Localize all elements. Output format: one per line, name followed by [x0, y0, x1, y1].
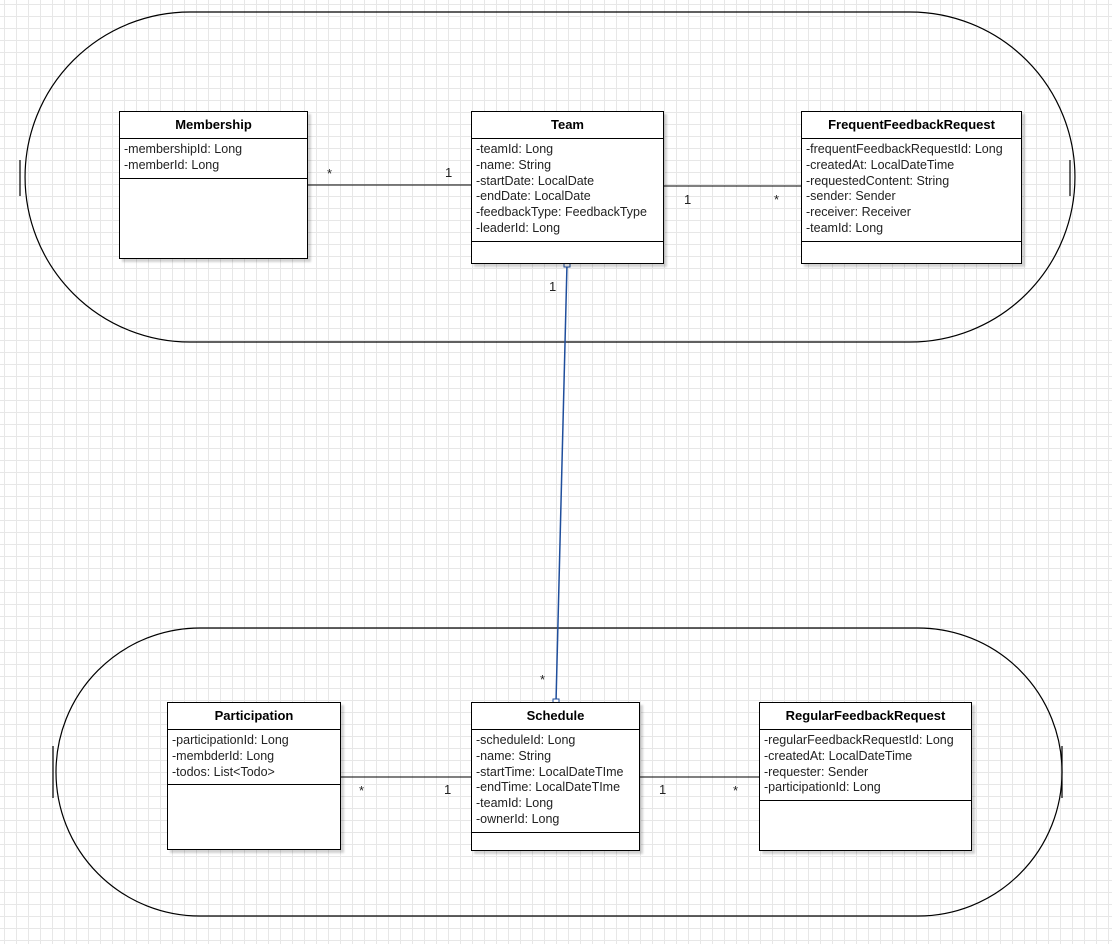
multiplicity-label: *	[540, 672, 546, 687]
attribute: -participationId: Long	[764, 780, 881, 795]
attribute: -scheduleId: Long	[476, 733, 576, 747]
class-frequent-feedback-request[interactable]: FrequentFeedbackRequest -frequentFeedbac…	[801, 111, 1022, 264]
class-title: Participation	[168, 703, 340, 730]
attribute: -memberId: Long	[124, 157, 220, 172]
class-title: Team	[472, 112, 663, 139]
class-title: FrequentFeedbackRequest	[802, 112, 1021, 139]
attribute: -teamId: Long	[476, 142, 554, 156]
attribute: -regularFeedbackRequestId: Long	[764, 733, 954, 747]
attribute: -endTime: LocalDateTIme	[476, 780, 621, 795]
multiplicity-label: 1	[444, 782, 452, 797]
class-attributes: -frequentFeedbackRequestId: Long -create…	[802, 139, 1021, 242]
class-operations	[472, 242, 663, 263]
attribute: -ownerId: Long	[476, 811, 560, 826]
class-attributes: -participationId: Long -membderId: Long …	[168, 730, 340, 786]
class-title: Schedule	[472, 703, 639, 730]
multiplicity-label: *	[774, 192, 780, 207]
class-operations	[802, 242, 1021, 263]
attribute: -teamId: Long	[476, 796, 554, 811]
attribute: -sender: Sender	[806, 189, 896, 204]
multiplicity-label: *	[327, 166, 333, 181]
attribute: -requestedContent: String	[806, 173, 950, 188]
attribute: -name: String	[476, 157, 552, 172]
group-container-top	[24, 11, 1076, 343]
multiplicity-label: *	[359, 783, 365, 798]
attribute: -createdAt: LocalDateTime	[764, 748, 913, 763]
attribute: -receiver: Receiver	[806, 205, 911, 220]
multiplicity-label: 1	[549, 279, 557, 294]
attribute: -startDate: LocalDate	[476, 173, 595, 188]
attribute: -startTime: LocalDateTIme	[476, 764, 624, 779]
class-attributes: -membershipId: Long -memberId: Long	[120, 139, 307, 179]
multiplicity-label: 1	[445, 165, 453, 180]
class-schedule[interactable]: Schedule -scheduleId: Long -name: String…	[471, 702, 640, 851]
attribute: -teamId: Long	[806, 220, 884, 235]
attribute: -createdAt: LocalDateTime	[806, 157, 955, 172]
class-participation[interactable]: Participation -participationId: Long -me…	[167, 702, 341, 850]
class-operations	[168, 785, 340, 849]
class-attributes: -scheduleId: Long -name: String -startTi…	[472, 730, 639, 833]
attribute: -leaderId: Long	[476, 220, 561, 235]
attribute: -name: String	[476, 748, 552, 763]
class-attributes: -teamId: Long -name: String -startDate: …	[472, 139, 663, 242]
attribute: -membershipId: Long	[124, 142, 243, 156]
class-title: Membership	[120, 112, 307, 139]
class-attributes: -regularFeedbackRequestId: Long -created…	[760, 730, 971, 802]
class-operations	[120, 179, 307, 258]
attribute: -feedbackType: FeedbackType	[476, 205, 647, 220]
multiplicity-label: 1	[684, 192, 692, 207]
attribute: -todos: List<Todo>	[172, 764, 275, 779]
attribute: -requester: Sender	[764, 764, 869, 779]
class-title: RegularFeedbackRequest	[760, 703, 971, 730]
group-container-bottom	[55, 627, 1063, 917]
association-team-schedule	[555, 263, 568, 703]
class-regular-feedback-request[interactable]: RegularFeedbackRequest -regularFeedbackR…	[759, 702, 972, 851]
class-operations	[472, 833, 639, 850]
multiplicity-label: *	[733, 783, 739, 798]
attribute: -participationId: Long	[172, 733, 289, 747]
multiplicity-label: 1	[659, 782, 667, 797]
attribute: -membderId: Long	[172, 748, 275, 763]
class-team[interactable]: Team -teamId: Long -name: String -startD…	[471, 111, 664, 264]
class-membership[interactable]: Membership -membershipId: Long -memberId…	[119, 111, 308, 259]
attribute: -endDate: LocalDate	[476, 189, 591, 204]
attribute: -frequentFeedbackRequestId: Long	[806, 142, 1003, 156]
class-operations	[760, 801, 971, 850]
